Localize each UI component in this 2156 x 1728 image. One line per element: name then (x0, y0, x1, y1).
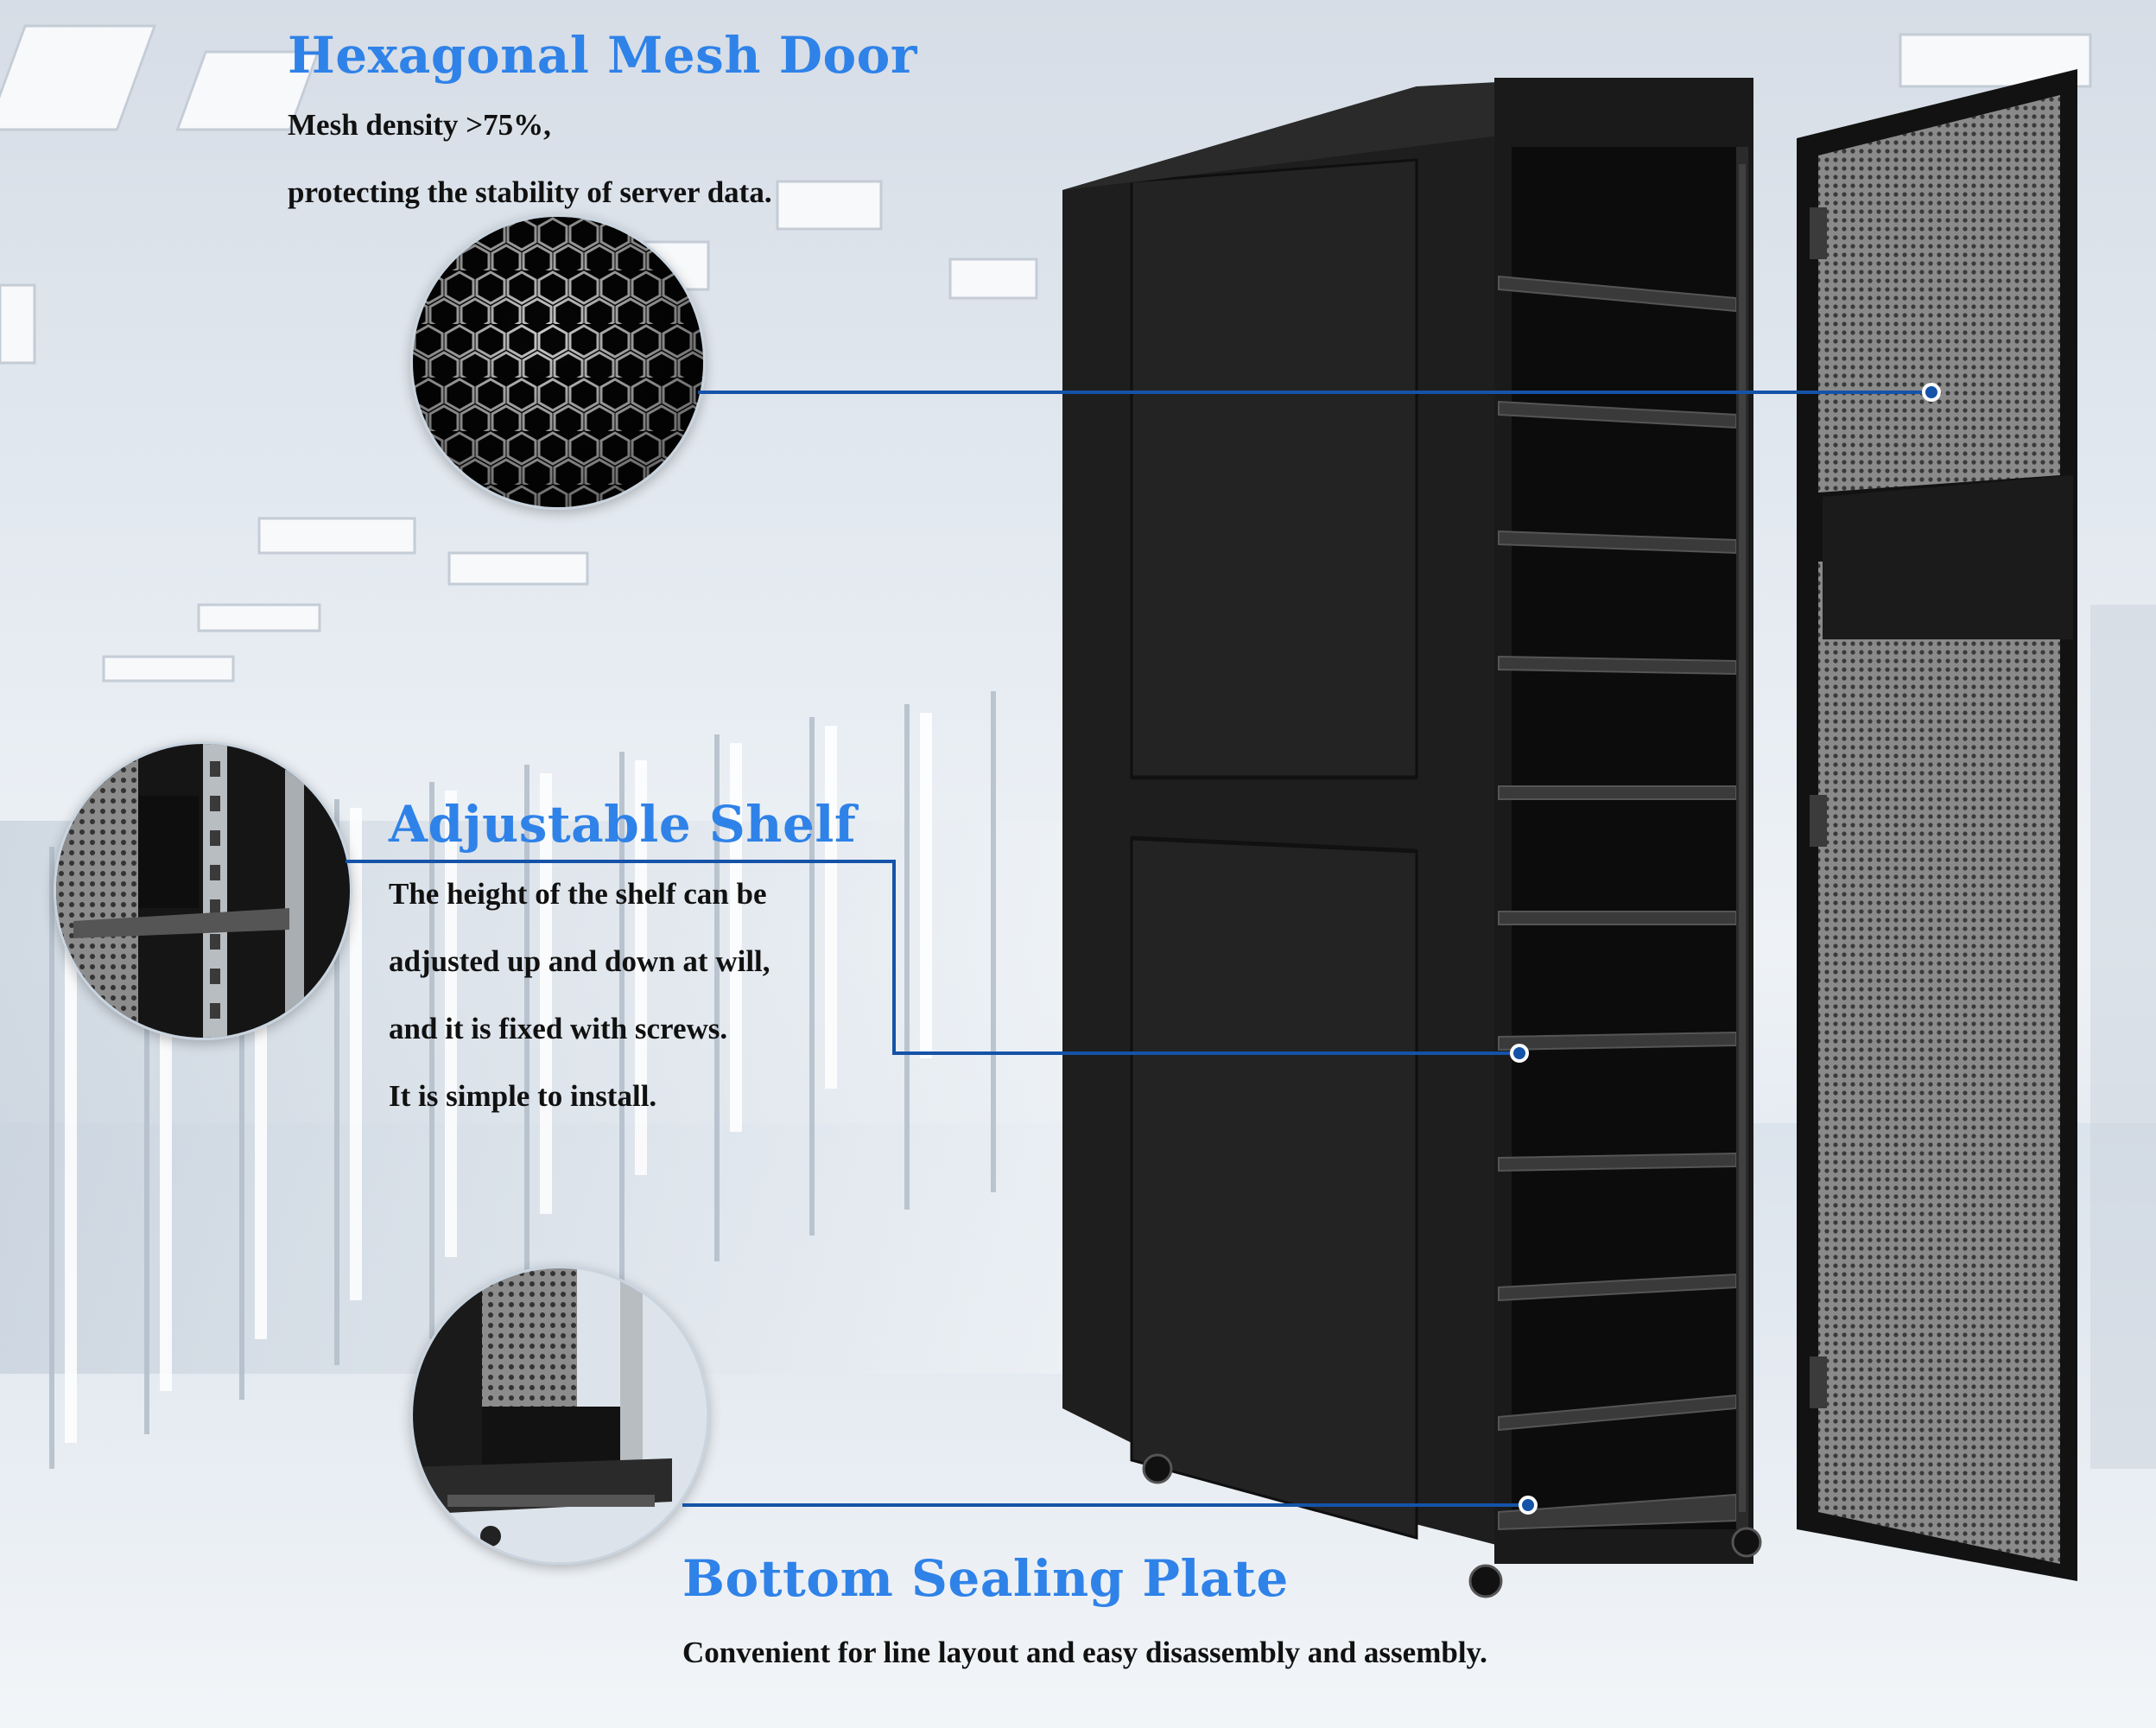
shelf-marker (1510, 1044, 1529, 1063)
bottom-plate-leader-line (682, 1503, 1519, 1507)
bottom-plate-closeup-icon (410, 1266, 709, 1565)
shelf-leader-line-bottom (892, 1051, 1510, 1055)
hexagon-mesh-closeup-icon (410, 214, 706, 510)
shelf-desc-line-3: and it is fixed with screws. (389, 1012, 728, 1045)
mesh-door-title: Hexagonal Mesh Door (288, 26, 917, 85)
shelf-title: Adjustable Shelf (389, 795, 857, 854)
mesh-door-desc-line-1: Mesh density >75%, (288, 108, 551, 142)
mesh-door-desc-line-2: protecting the stability of server data. (288, 175, 772, 209)
shelf-closeup-icon (54, 741, 352, 1040)
shelf-desc-line-1: The height of the shelf can be (389, 877, 767, 911)
shelf-desc-line-4: It is simple to install. (389, 1079, 657, 1113)
bottom-plate-desc-line-1: Convenient for line layout and easy disa… (682, 1636, 1487, 1669)
shelf-desc-line-2: adjusted up and down at will, (389, 944, 770, 978)
bottom-plate-title: Bottom Sealing Plate (682, 1549, 1289, 1608)
mesh-door-leader-line (698, 391, 1931, 394)
bottom-plate-marker (1519, 1496, 1538, 1515)
shelf-leader-line-top (346, 860, 896, 863)
shelf-leader-line-vertical (892, 860, 896, 1055)
server-cabinet-image (1062, 69, 2077, 1598)
mesh-door-marker (1922, 383, 1941, 402)
